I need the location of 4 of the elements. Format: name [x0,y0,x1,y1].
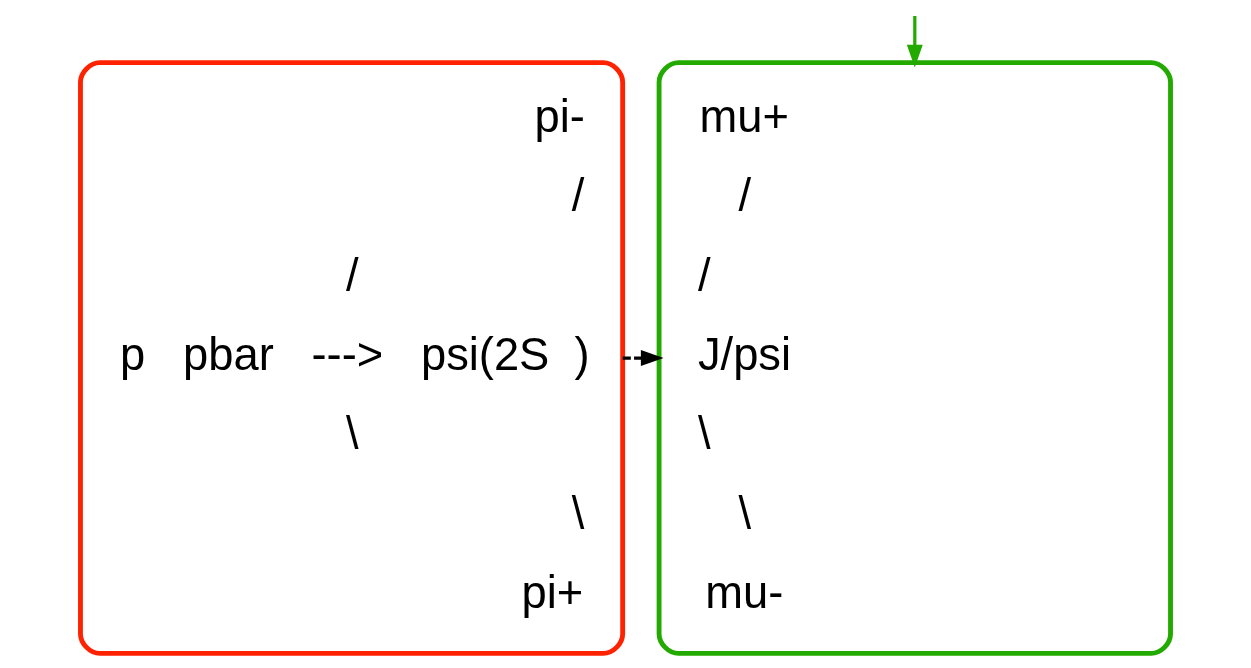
arrow [906,16,923,68]
arrow [622,350,664,366]
node-box: pi- / / p pbar ---> psi(2S ) \ \ pi+ [78,60,626,656]
node-box: mu+ / / J/psi \ \ mu- [656,60,1173,656]
